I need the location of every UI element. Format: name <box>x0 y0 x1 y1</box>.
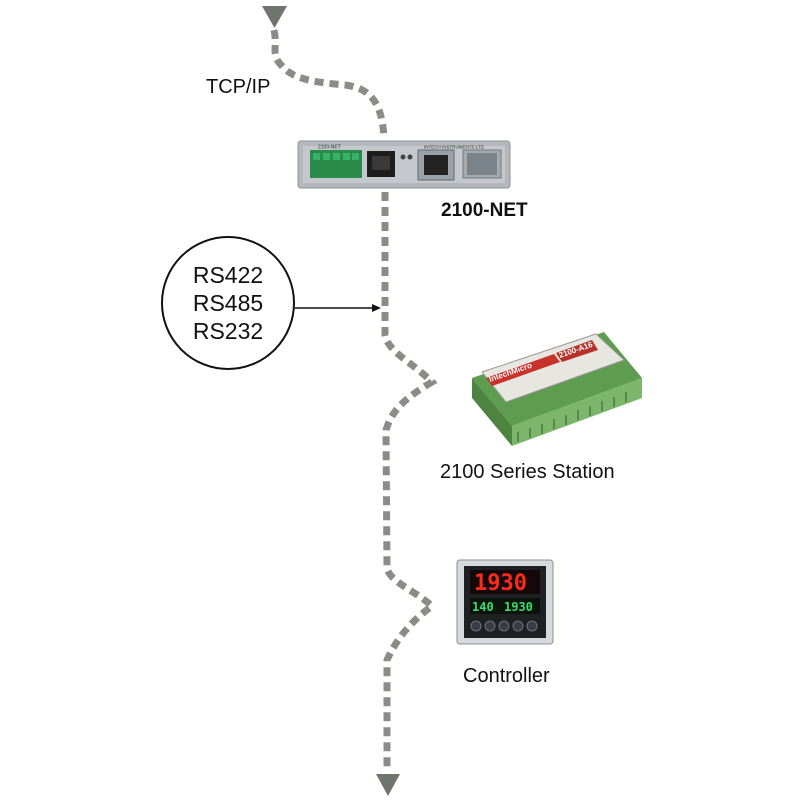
net-maker-marking: INTECH INSTRUMENTS LTD <box>424 145 485 150</box>
rs-bus-cable <box>381 192 438 770</box>
controller-sv-display <box>470 598 540 614</box>
tcpip-cable <box>270 29 388 139</box>
protocol-circle: RS422 RS485 RS232 <box>161 236 295 370</box>
protocol-rs232: RS232 <box>192 318 264 344</box>
station-device-image: IntechMicro 2100-A16 <box>472 332 642 446</box>
top-arrowhead <box>262 6 287 28</box>
controller-sv2-value: 1930 <box>504 600 533 614</box>
controller-device-image: 1930 140 1930 <box>456 559 554 645</box>
controller-pv-value: 1930 <box>474 571 527 596</box>
controller-label: Controller <box>463 665 550 687</box>
terminal-block <box>310 150 362 178</box>
bottom-arrowhead <box>376 774 400 796</box>
protocol-pointer-arrowhead <box>372 304 381 312</box>
net-model-marking: 2100-NET <box>318 145 341 151</box>
tcpip-label: TCP/IP <box>206 76 271 98</box>
protocol-rs422: RS422 <box>192 262 264 288</box>
station-label: 2100 Series Station <box>440 461 615 483</box>
controller-sv1-value: 140 <box>472 600 494 614</box>
net-device-label: 2100-NET <box>441 200 528 221</box>
controller-pv-display <box>470 570 540 594</box>
protocol-rs485: RS485 <box>192 290 264 316</box>
net-device-image: 2100-NET INTECH INSTRUMENTS LTD <box>297 140 511 189</box>
